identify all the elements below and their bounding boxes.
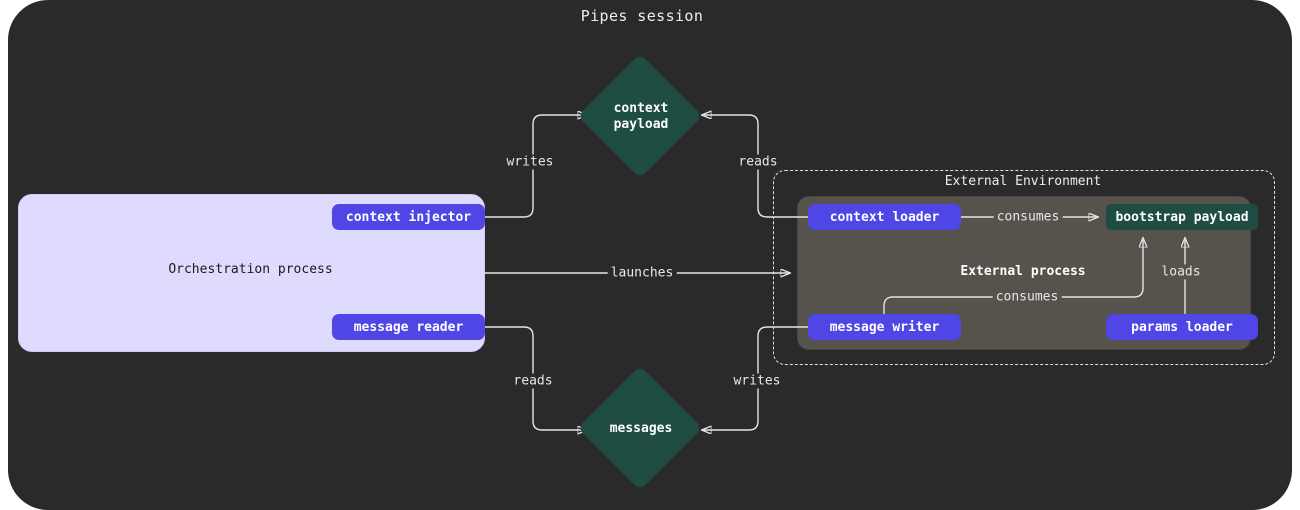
- edge-label-writes-context: writes: [503, 154, 557, 170]
- edge-label-writes-messages: writes: [730, 373, 784, 389]
- edge-label-launches: launches: [607, 265, 677, 281]
- edge-label-consumes-top: consumes: [993, 209, 1063, 225]
- node-context-injector[interactable]: context injector: [332, 204, 485, 230]
- node-messages-line1: messages: [609, 420, 673, 436]
- edge-label-reads-context: reads: [735, 154, 781, 170]
- node-context-payload-label: context payload: [579, 55, 703, 179]
- cluster-external-environment-label: External Environment: [944, 174, 1102, 189]
- node-context-payload-line2: payload: [613, 117, 669, 132]
- node-context-loader[interactable]: context loader: [808, 204, 961, 230]
- node-params-loader[interactable]: params loader: [1106, 314, 1258, 340]
- node-message-writer[interactable]: message writer: [808, 314, 961, 340]
- edge-label-loads: loads: [1158, 264, 1204, 280]
- diagram-title: Pipes session: [580, 7, 704, 25]
- node-messages[interactable]: messages: [577, 365, 703, 491]
- node-message-reader[interactable]: message reader: [332, 314, 485, 340]
- cluster-orchestration-process-label: Orchestration process: [168, 262, 333, 277]
- edge-label-reads-messages: reads: [510, 373, 556, 389]
- cluster-external-environment: [773, 170, 1275, 365]
- edge-label-consumes-bottom: consumes: [992, 289, 1062, 305]
- node-messages-label: messages: [579, 367, 703, 491]
- node-context-payload-line1: context: [613, 100, 669, 116]
- node-bootstrap-payload[interactable]: bootstrap payload: [1106, 204, 1258, 230]
- node-context-payload[interactable]: context payload: [577, 53, 703, 179]
